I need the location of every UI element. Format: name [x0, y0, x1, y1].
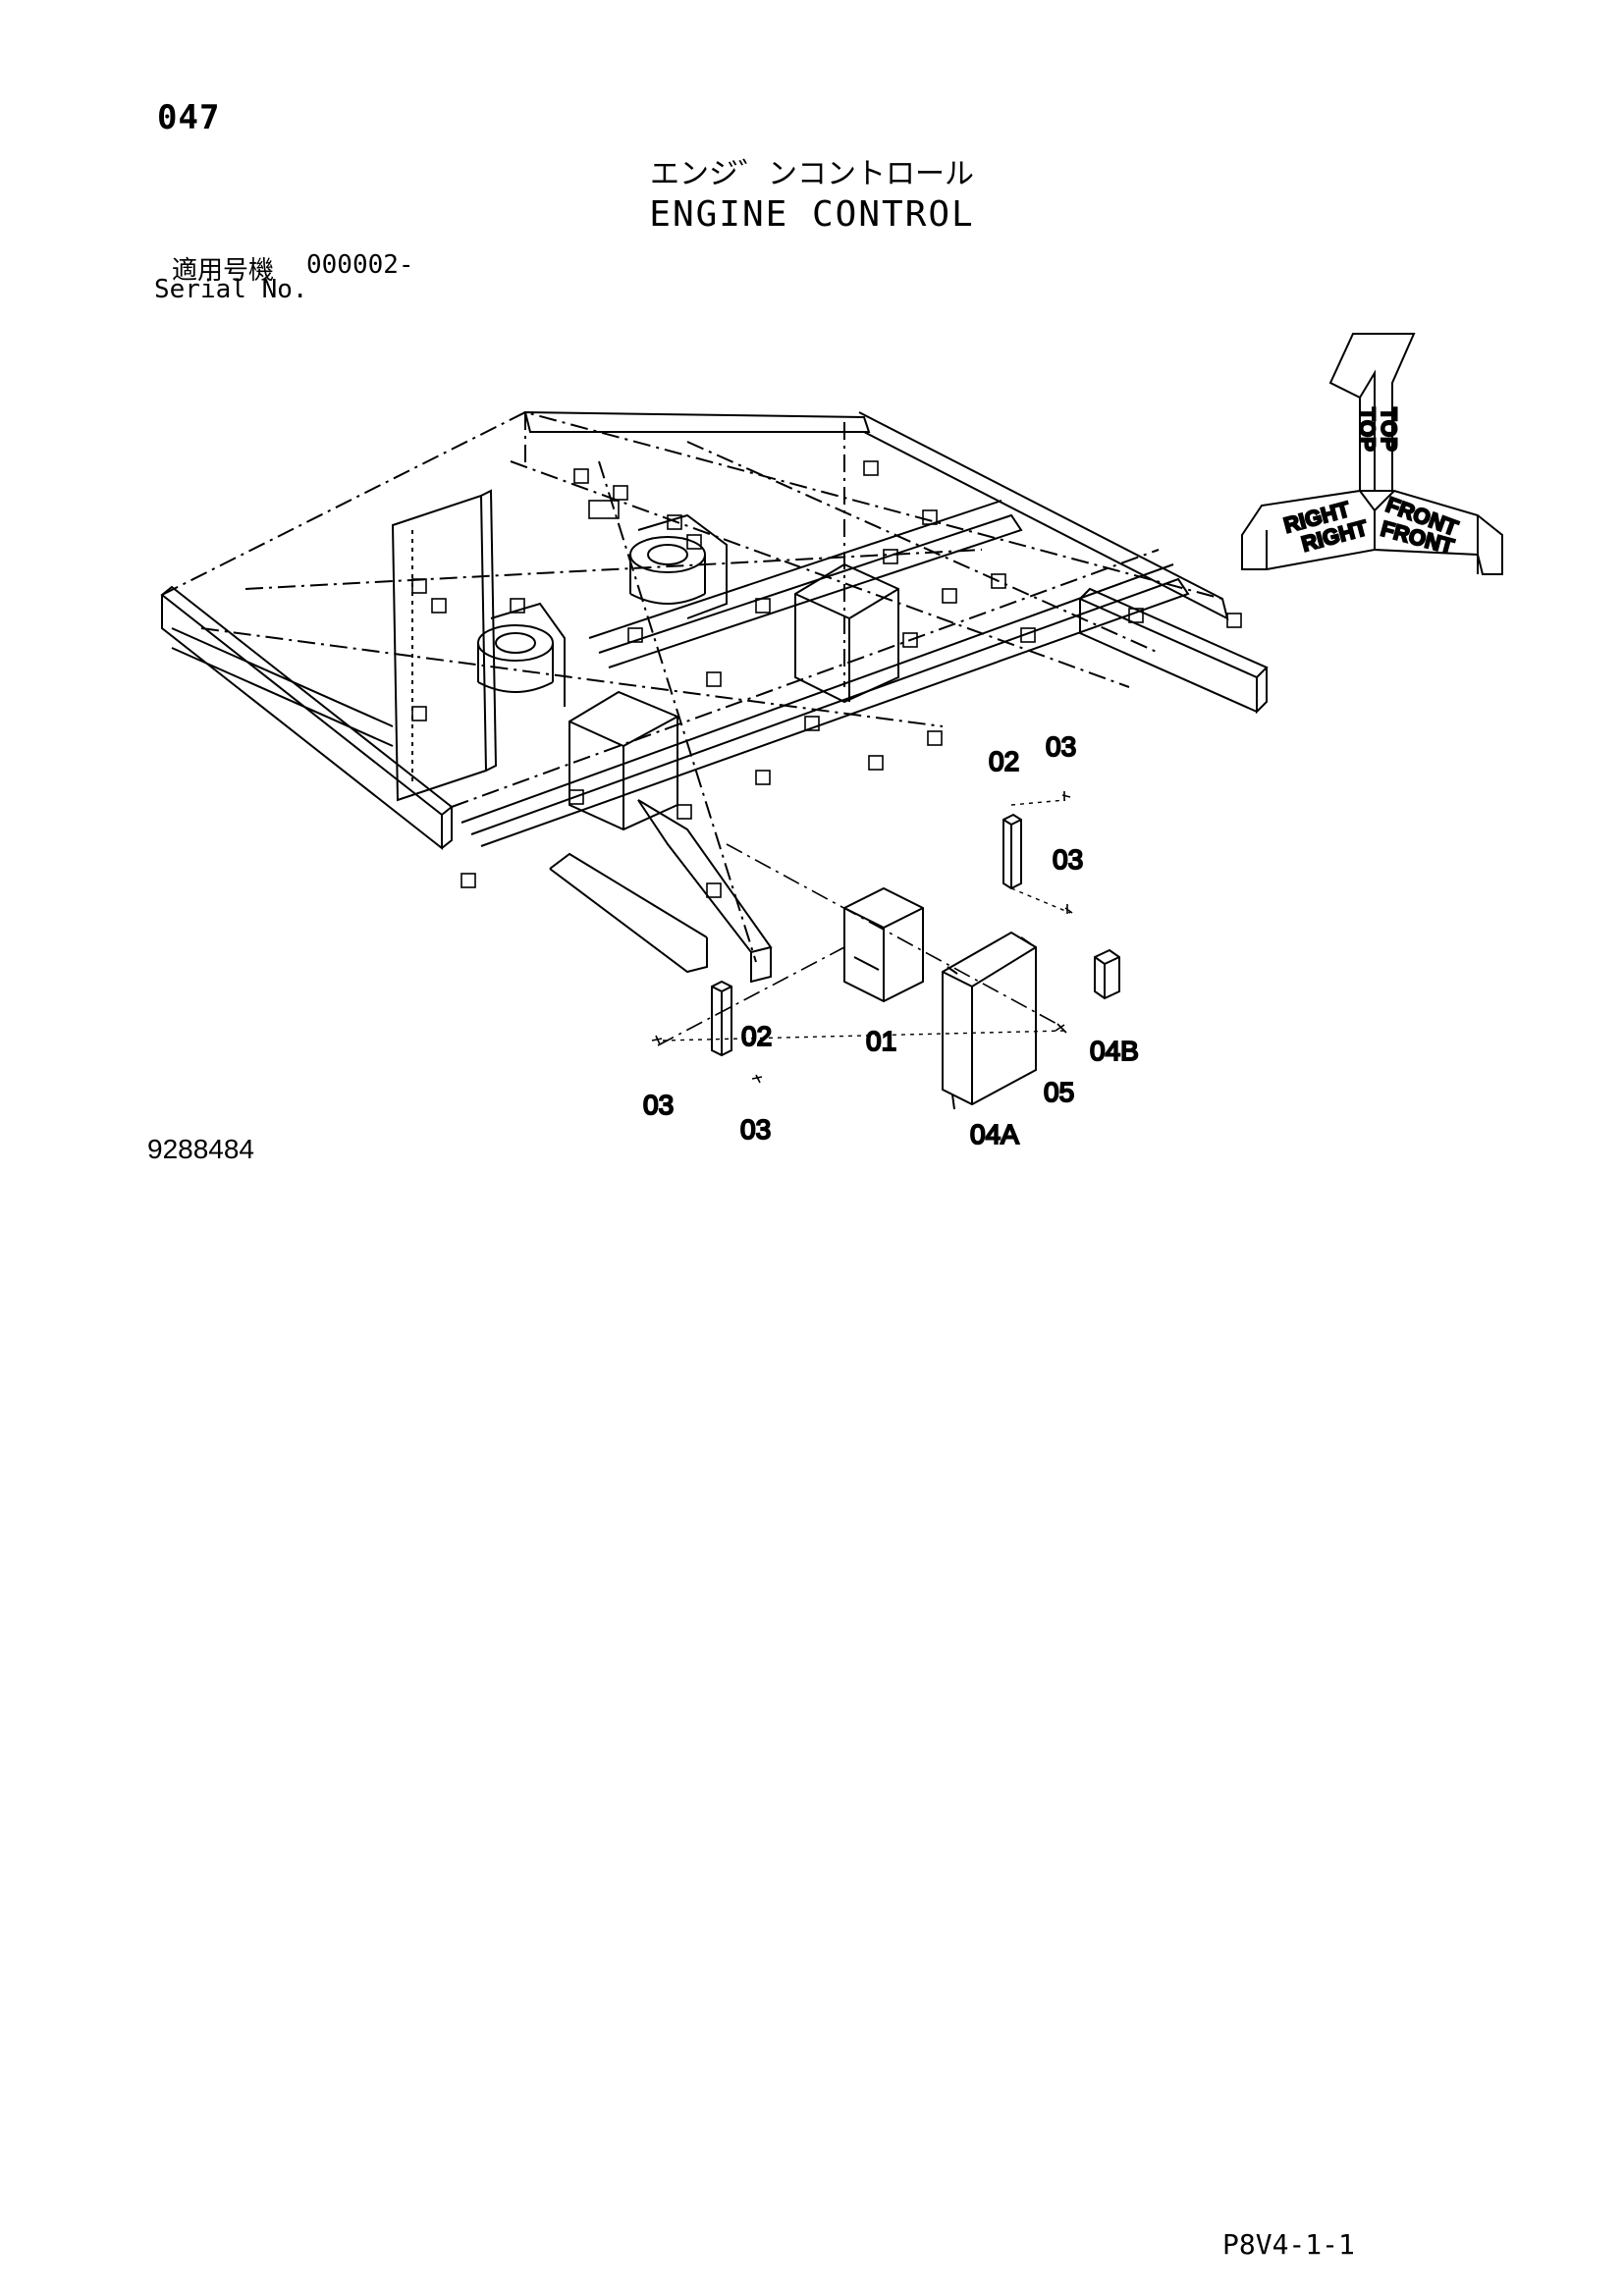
callout-04A: 04A [970, 1119, 1019, 1149]
serial-label-english: Serial No. [154, 275, 308, 304]
exploded-parts [651, 791, 1120, 1110]
title-english: ENGINE CONTROL [649, 194, 975, 235]
callout-03-b: 03 [1053, 844, 1083, 875]
callout-03-a: 03 [1046, 731, 1076, 762]
orientation-top-label-2: TOP [1377, 407, 1401, 452]
callout-02-lower: 02 [741, 1021, 772, 1051]
callout-05: 05 [1044, 1077, 1074, 1107]
callout-03-c: 03 [643, 1090, 674, 1120]
sheet-number: P8V4-1-1 [1222, 2228, 1355, 2261]
callout-02-upper: 02 [989, 746, 1019, 776]
title-japanese: エンジ゛ンコントロール [650, 157, 974, 191]
drawing-number: 9288484 [147, 1134, 255, 1164]
serial-value: 000002- [306, 250, 414, 280]
callout-03-d: 03 [740, 1114, 771, 1145]
page-number: 047 [157, 98, 221, 137]
callout-04B: 04B [1090, 1036, 1139, 1066]
serial-label-japanese: 適用号機 [172, 256, 275, 286]
chassis-frame [160, 410, 1269, 984]
orientation-top-label: TOP [1355, 407, 1380, 452]
orientation-indicator [1241, 333, 1503, 575]
callout-01: 01 [866, 1026, 896, 1056]
